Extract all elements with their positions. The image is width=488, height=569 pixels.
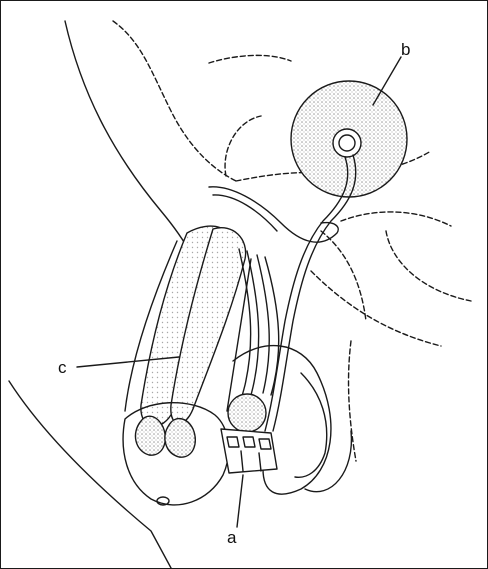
callout-label-c: c <box>58 359 67 376</box>
dashed-pelvic-contour-3 <box>209 55 291 63</box>
callout-line-a <box>237 475 243 527</box>
body-outline-left <box>65 21 201 276</box>
dashed-pelvic-contour-9 <box>349 341 356 461</box>
dashed-pelvic-contour-8 <box>321 231 366 321</box>
callout-label-b: b <box>401 41 410 58</box>
cylinder-tip-right <box>165 419 195 458</box>
dashed-pelvic-contour-1 <box>113 21 236 181</box>
dashed-pelvic-contour-7 <box>311 271 441 346</box>
dashed-pelvic-contour-6 <box>386 231 471 301</box>
pump-housing <box>221 429 277 473</box>
callout-label-a: a <box>227 529 236 546</box>
dashed-pelvic-contour-4 <box>225 116 261 176</box>
dashed-pelvic-contour-5 <box>341 212 451 226</box>
pump-bulb <box>228 394 266 432</box>
